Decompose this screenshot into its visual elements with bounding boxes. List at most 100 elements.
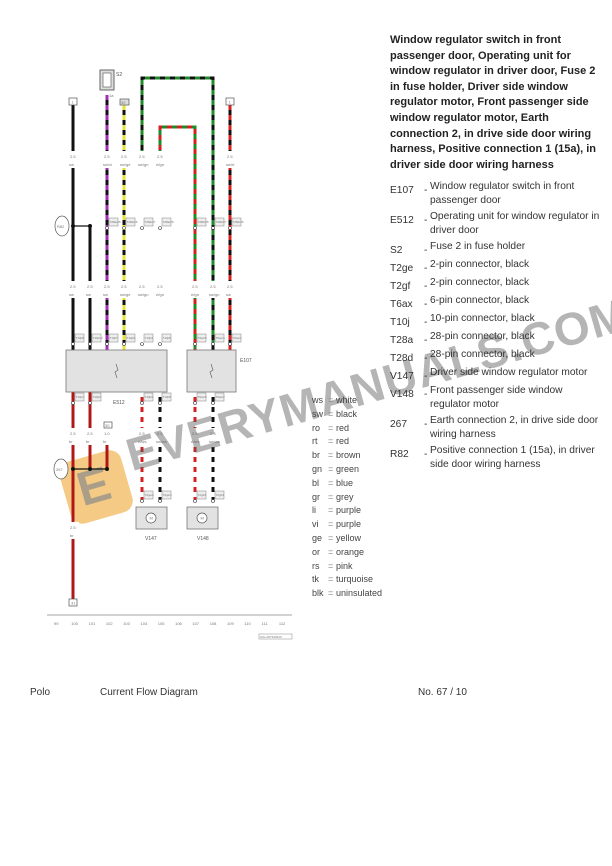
color-name: yellow <box>336 532 362 543</box>
lower-wire-label-size: 2.5 <box>139 431 145 436</box>
color-abbr: blk <box>312 588 324 599</box>
separator: - <box>424 299 428 310</box>
color-abbr: li <box>312 505 316 516</box>
component-code: T10j <box>390 317 410 328</box>
separator: - <box>424 389 428 400</box>
separator: - <box>424 371 428 382</box>
connector-e107-top: T6ax/1 <box>233 336 243 340</box>
scale-number: 99 <box>54 621 59 626</box>
component-list: E107-Window regulator switch in front pa… <box>390 180 605 474</box>
connector-motor: T2ge/1 <box>163 493 173 497</box>
upper-wire-label-size: 2.5 <box>104 154 110 159</box>
scale-number: 105 <box>158 621 165 626</box>
color-name: brown <box>336 450 361 461</box>
lower-wire-label-size: 2.5 <box>87 431 93 436</box>
component-description: 6-pin connector, black <box>430 295 530 306</box>
lower-wire-label-color: br <box>86 439 90 444</box>
svg-text:1: 1 <box>229 100 232 105</box>
terminal-30: 30 <box>103 421 113 429</box>
lower-wire-label-color: rt/ws <box>191 439 199 444</box>
upper-wire-label-color: sw/vi <box>103 162 112 167</box>
component-description: Window regulator switch in front passeng… <box>430 181 575 206</box>
positive-connection-r82: R82 <box>54 215 92 237</box>
color-abbr: ge <box>312 532 323 543</box>
svg-text:M: M <box>150 516 153 521</box>
mid-wire-label-color: sw/ge <box>120 292 131 297</box>
motor-v148: M V148 <box>186 506 219 542</box>
upper-wire-label-size: 2.5 <box>227 154 233 159</box>
connector-e512-top: T10j/10 <box>93 336 103 340</box>
component-description: 2-pin connector, black <box>430 259 530 270</box>
component-code: T6ax <box>390 299 413 310</box>
color-code-item: rs=pink <box>312 561 382 575</box>
fuse-s2: S2 1a <box>99 69 122 98</box>
upper-wire-label-color: sw/rt <box>226 162 235 167</box>
component-code: V148 <box>390 389 414 400</box>
component-description: Operating unit for window regulator in d… <box>430 211 600 236</box>
component-item: T28a-28-pin connector, black <box>390 330 605 346</box>
color-code-item: bl=blue <box>312 478 382 492</box>
mid-wire-label-size: 2.5 <box>192 284 198 289</box>
component-code: V147 <box>390 371 414 382</box>
mid-wire-label-size: 2.5 <box>70 284 76 289</box>
upper-wire-label-size: 2.5 <box>139 154 145 159</box>
ground-wire-color: br <box>70 533 74 538</box>
upper-wire-label-size: 2.5 <box>70 154 76 159</box>
separator: - <box>424 281 428 292</box>
terminal-31: 31 <box>68 598 78 607</box>
color-code-item: tk=turquoise <box>312 574 382 588</box>
separator: - <box>424 317 428 328</box>
connector-e512-bottom: T10j/1 <box>76 395 85 399</box>
connector-mid: T28d/28 <box>198 220 209 224</box>
component-description: Fuse 2 in fuse holder <box>430 241 526 252</box>
lower-wire-label-size: 2.5 <box>192 431 198 436</box>
color-abbr: ws <box>312 395 323 405</box>
component-item: T2gf-2-pin connector, black <box>390 276 605 292</box>
connector-mid: T28a/26 <box>127 220 138 224</box>
scale-number: 103 <box>123 621 130 626</box>
mid-wire-label-size: 2.5 <box>87 284 93 289</box>
component-item: S2-Fuse 2 in fuse holder <box>390 240 605 256</box>
upper-wire-label-size: 2.5 <box>121 154 127 159</box>
terminal-top-30: 30 <box>119 98 130 106</box>
svg-text:V147: V147 <box>145 536 157 542</box>
lower-wire-label-size: 2.5 <box>210 431 216 436</box>
lower-wire-label-color: br <box>69 439 73 444</box>
color-code-item: or=orange <box>312 547 382 561</box>
svg-text:V148: V148 <box>197 536 209 542</box>
lower-wire-label-color: br <box>103 439 107 444</box>
connector-motor: T2gf/2 <box>198 493 207 497</box>
component-description: Front passenger side window regulator mo… <box>430 385 563 410</box>
component-item: T2ge-2-pin connector, black <box>390 258 605 274</box>
upper-wire-label-color: sw <box>69 162 74 167</box>
color-code-item: sw=black <box>312 409 382 423</box>
component-code: E512 <box>390 215 414 226</box>
lower-wire-label-color: rt/ws <box>138 439 146 444</box>
color-code-item: ws=white <box>312 395 382 409</box>
color-name: red <box>336 436 350 447</box>
component-code: T28d <box>390 353 414 364</box>
component-item: V148-Front passenger side window regulat… <box>390 384 605 412</box>
component-code: T28a <box>390 335 414 346</box>
svg-text:1: 1 <box>72 100 75 105</box>
color-name: purple <box>336 519 362 530</box>
color-code-item: li=purple <box>312 505 382 519</box>
color-abbr: rt <box>312 436 318 447</box>
connector-e107-top: T6ax/4 <box>216 336 226 340</box>
mid-wire-label-size: 2.5 <box>157 284 163 289</box>
wire-sw-gn-loop <box>140 76 215 350</box>
operating-unit-e512: E512 <box>65 349 168 406</box>
fuse-label: S2 <box>116 72 122 78</box>
component-description: Earth connection 2, in drive side door w… <box>430 415 599 440</box>
color-name: green <box>336 463 360 474</box>
component-description: 10-pin connector, black <box>430 313 535 324</box>
connector-e512-top: T10j/7 <box>110 336 119 340</box>
component-description: 28-pin connector, black <box>430 331 535 342</box>
window-switch-e107: E107 <box>186 349 252 393</box>
component-description: Driver side window regulator motor <box>430 367 588 378</box>
color-name: purple <box>336 505 362 516</box>
upper-wire-label-color: rt/gn <box>156 162 164 167</box>
component-description: 2-pin connector, black <box>430 277 530 288</box>
color-code-item: vi=purple <box>312 519 382 533</box>
